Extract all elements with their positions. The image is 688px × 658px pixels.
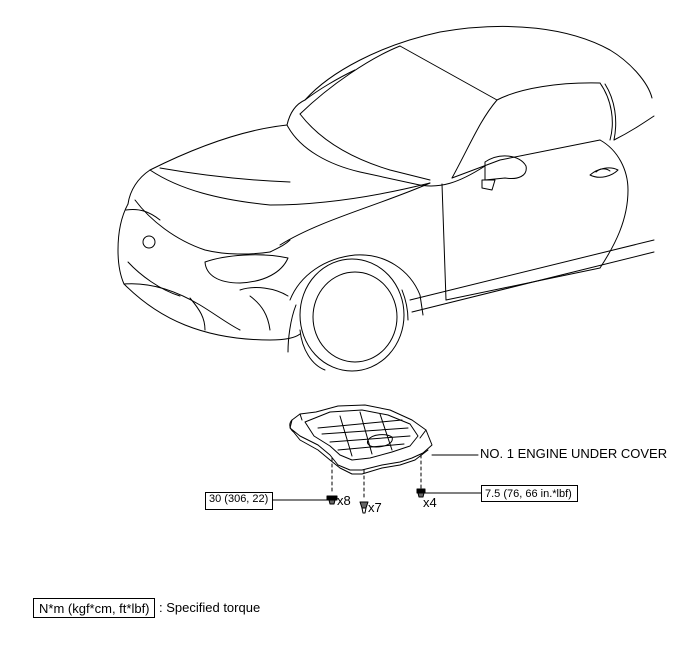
torque-unit-legend-box: N*m (kgf*cm, ft*lbf) [33,598,155,618]
clip-quantity: x7 [368,500,382,515]
bolt-b-quantity: x4 [423,495,437,510]
engine-under-cover-label: NO. 1 ENGINE UNDER COVER [480,446,668,461]
bolt-b-torque-box: 7.5 (76, 66 in.*lbf) [481,485,578,502]
bolt-a-quantity: x8 [337,493,351,508]
torque-unit-label: N*m (kgf*cm, ft*lbf) [39,601,150,616]
engine-under-cover-drawing [289,404,433,475]
bolt-a-torque-value: 30 (306, 22) [209,493,269,505]
torque-legend-description: : Specified torque [159,600,261,615]
bolt-a-torque-box: 30 (306, 22) [205,492,273,510]
bolt-b-torque-value: 7.5 (76, 66 in.*lbf) [485,488,572,500]
fastener-callouts [272,454,482,514]
vehicle-drawing [117,25,655,372]
